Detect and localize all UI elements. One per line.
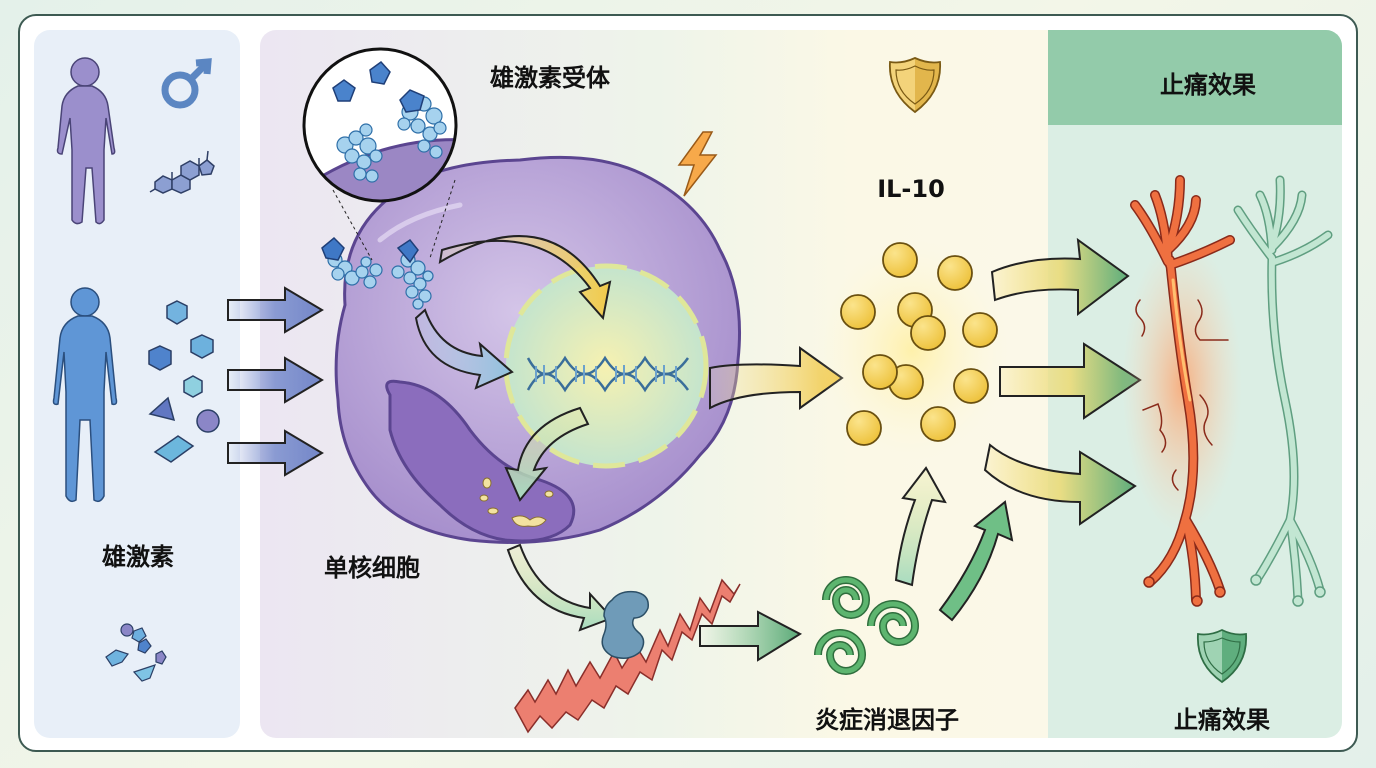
- lightning-icon: [677, 131, 718, 197]
- receptor-to-dna-arrow: [414, 308, 514, 390]
- receptor-to-nucleus-arrow: [438, 235, 612, 321]
- analgesic-header: [1048, 30, 1342, 125]
- shield-green-icon: [1197, 628, 1247, 684]
- shield-gold-icon: [889, 57, 941, 114]
- il10-to-nerve-arrows: [983, 237, 1142, 526]
- androgen-receptor-label: 雄激素受体: [490, 64, 610, 92]
- inflamed-nerve: [1130, 175, 1235, 607]
- analgesic-footer-label: 止痛效果: [1174, 706, 1270, 734]
- male-symbol-icon: [161, 58, 212, 109]
- monocyte-label: 单核细胞: [324, 554, 420, 582]
- resolution-factors-icon: [814, 576, 920, 675]
- small-molecules-icon: [105, 623, 167, 682]
- zoom-callout-lines: [332, 179, 456, 261]
- analgesic-header-label: 止痛效果: [1160, 71, 1256, 99]
- dna-to-il10-arrow: [709, 346, 844, 410]
- androgen-receptor: [321, 236, 434, 310]
- il10-glow: [817, 240, 1007, 460]
- il10-molecules: [840, 242, 998, 446]
- nucleus: [503, 263, 709, 469]
- inflammatory-signal-zigzag: [514, 578, 741, 734]
- androgen-molecules-icon: [148, 300, 220, 463]
- steroid-molecule-icon: [149, 150, 215, 194]
- organelle: [385, 379, 576, 543]
- factors-to-il10-arrow: [894, 466, 947, 587]
- dna-icon: [526, 355, 690, 393]
- androgen-input-arrows: [227, 286, 324, 477]
- organelle-to-enzyme-arrow: [506, 543, 614, 632]
- enzyme-to-factors-arrow: [699, 610, 803, 662]
- nucleus-to-organelle-arrow: [504, 406, 590, 502]
- factors-to-il10-green-arrow: [938, 500, 1014, 622]
- resolution-factors-label: 炎症消退因子: [815, 706, 959, 734]
- human-silhouette-icon: [56, 57, 116, 225]
- human-silhouette-icon: [52, 287, 118, 503]
- enzyme-icon: [601, 590, 649, 659]
- androgen-label: 雄激素: [102, 543, 174, 571]
- il10-label: IL-10: [877, 175, 945, 203]
- organelle-granules: [479, 477, 554, 527]
- healthy-nerve: [1233, 175, 1333, 607]
